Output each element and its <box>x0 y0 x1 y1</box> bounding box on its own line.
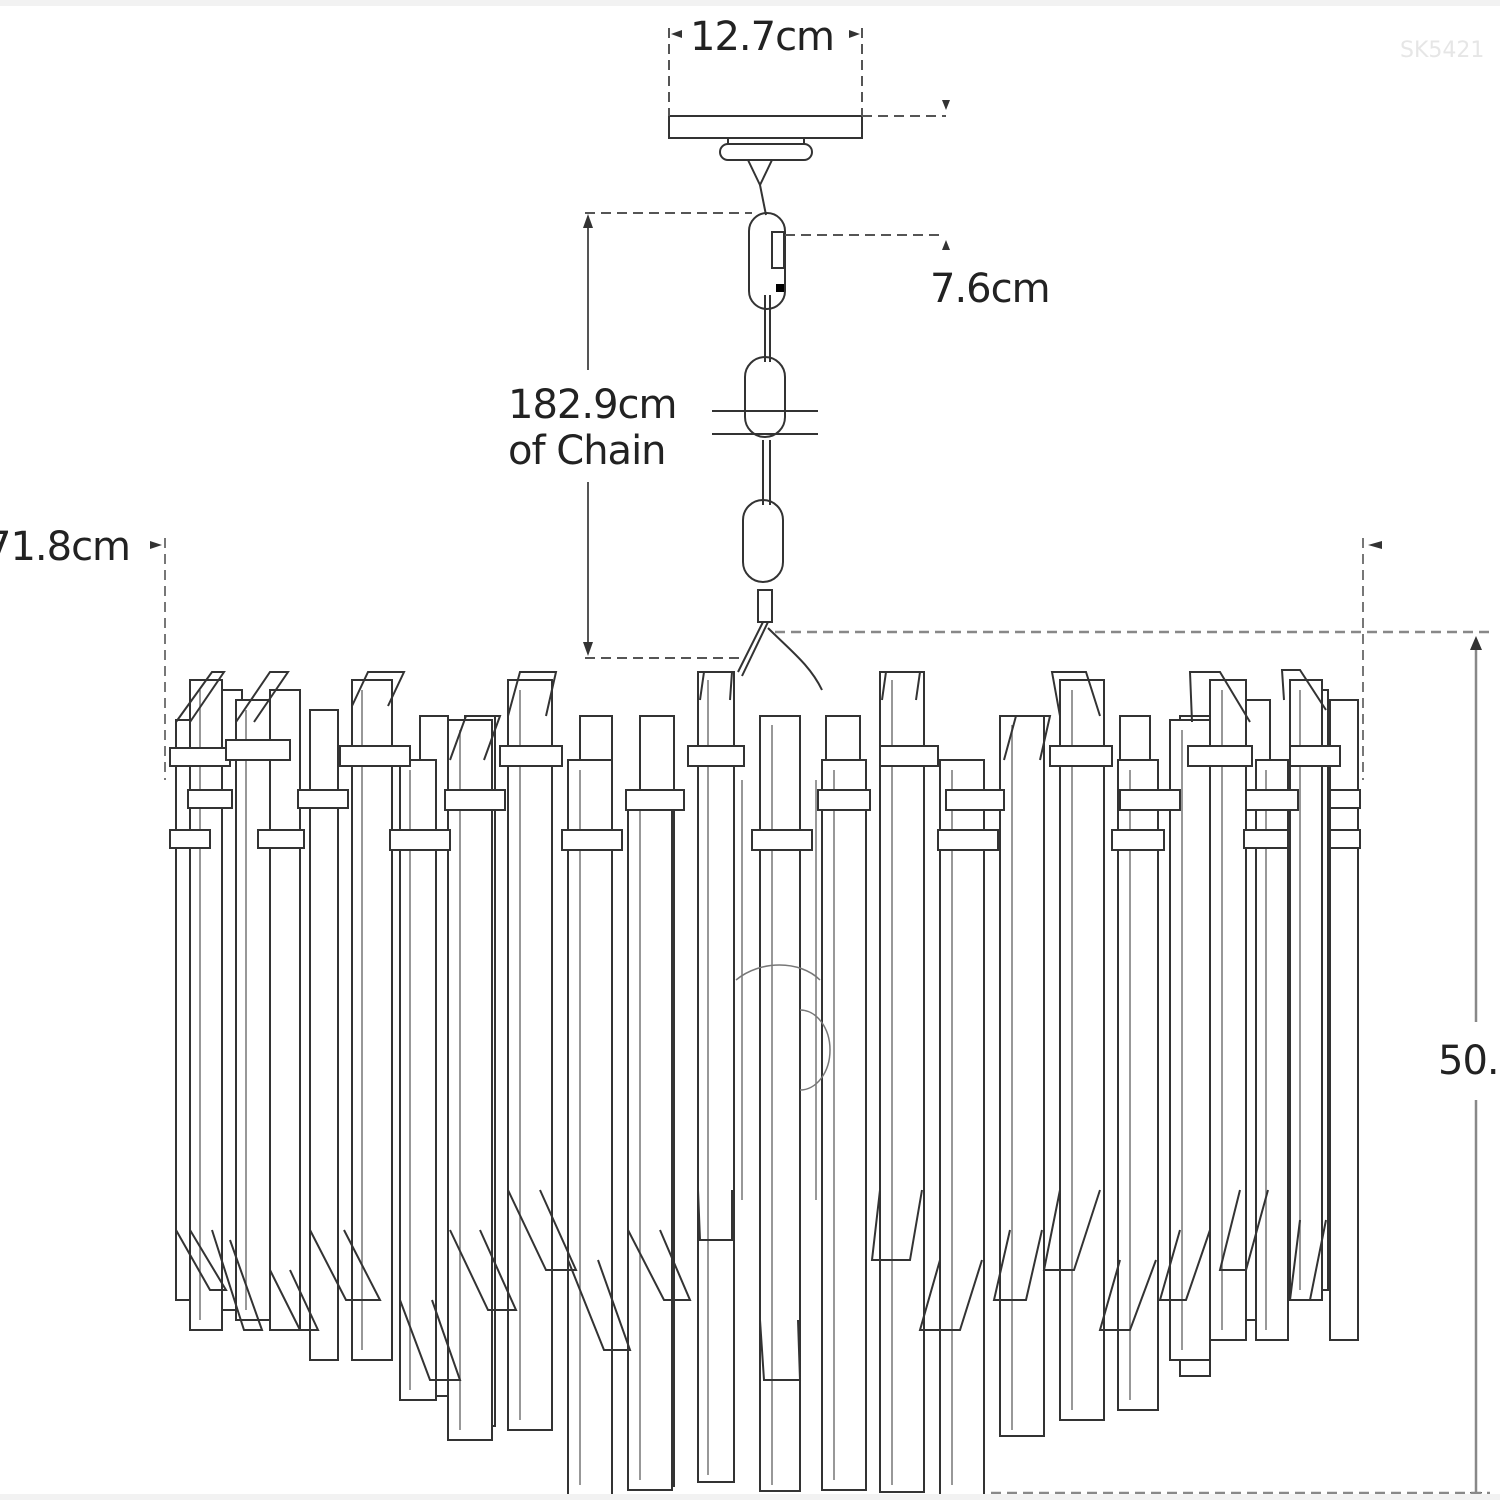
canopy-height-label: 7.6cm <box>930 266 1051 312</box>
slanted-prism-tops <box>175 669 1327 761</box>
clamp-bands <box>169 739 1361 851</box>
chain-length-suffix: of Chain <box>508 428 667 474</box>
chain-length-value: 182.9cm <box>508 382 677 428</box>
chain-length-dimension <box>583 212 950 659</box>
slanted-prism-bottoms <box>175 1189 1327 1381</box>
chandelier-body <box>169 669 1361 1494</box>
overall-height-dimension <box>775 630 1490 1494</box>
chain <box>712 184 823 691</box>
overall-width-dimension <box>150 538 1382 780</box>
sku-watermark: SK5421 <box>1400 38 1485 63</box>
canopy-width-dimension <box>668 28 950 117</box>
chain-length-label: 182.9cm of Chain <box>508 382 677 474</box>
drawing-canvas: 12.7cm 7.6cm 182.9cm of Chain 71.8cm 50.… <box>0 6 1500 1494</box>
canopy-width-label: 12.7cm <box>690 14 835 60</box>
canopy <box>668 115 863 188</box>
chandelier-drawing <box>150 28 1490 1494</box>
overall-width-label: 71.8cm <box>0 524 131 570</box>
overall-height-label: 50. <box>1438 1038 1500 1084</box>
center-socket-cluster <box>735 780 831 1200</box>
